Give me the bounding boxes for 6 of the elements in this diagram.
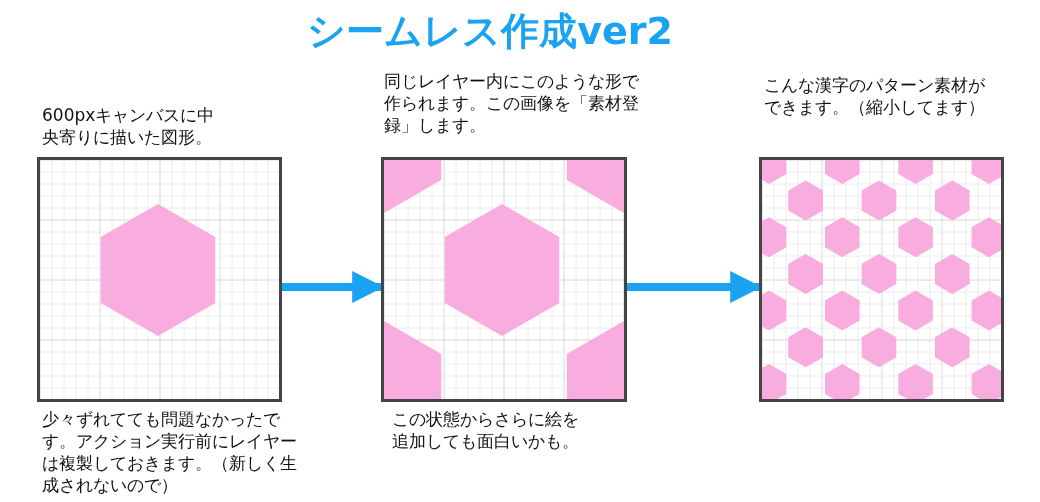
title: シームレス作成ver2	[306, 8, 674, 55]
panel-heading: 600pxキャンバスに中央寄りに描いた図形。	[42, 104, 216, 148]
panel-heading: 同じレイヤー内にこのような形で作られます。この画像を「素材登録」します。	[384, 70, 639, 136]
panel-caption: 少々ずれてても問題なかったです。アクション実行前にレイヤーは複製しておきます。（新しく生成されないので）	[42, 408, 298, 496]
panel-caption: この状態からさらに絵を追加しても面白いかも。	[392, 408, 580, 452]
panel-heading: こんな漢字のパターン素材ができます。（縮小してます）	[764, 74, 986, 118]
